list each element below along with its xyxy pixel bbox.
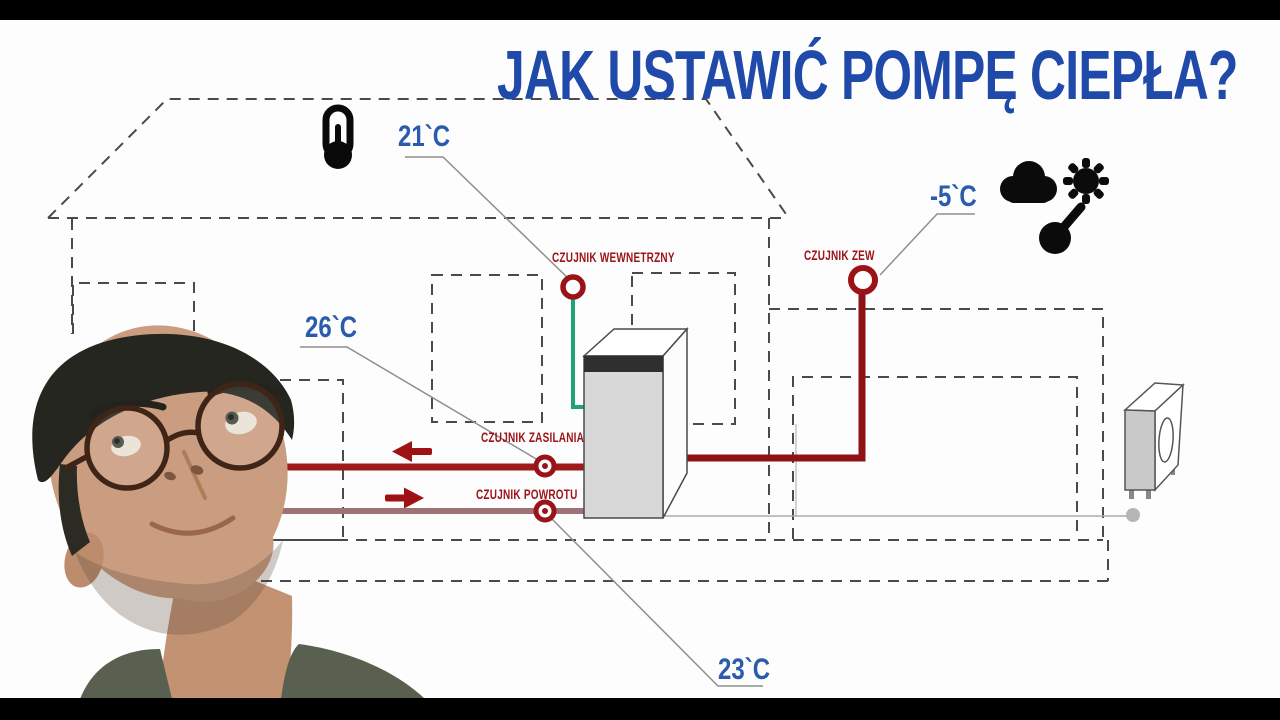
glasses-right-lens bbox=[195, 381, 285, 471]
sun-icon bbox=[1063, 158, 1109, 204]
indoor-temperature-label: 21`C bbox=[398, 120, 451, 153]
outdoor-thermometer-icon bbox=[1039, 202, 1086, 254]
glasses-bridge bbox=[164, 429, 200, 444]
indoor-unit-band bbox=[584, 356, 663, 372]
right-pupil bbox=[228, 414, 234, 420]
outdoor-temperature-label: -5`C bbox=[930, 180, 977, 213]
callout-indoor-temp bbox=[405, 156, 572, 282]
page-title: JAK USTAWIĆ POMPĘ CIEPŁA? bbox=[497, 36, 1238, 114]
mouth bbox=[149, 515, 236, 536]
glasses-left-arm bbox=[62, 453, 90, 472]
flow-arrows bbox=[385, 441, 432, 509]
indoor-unit-front bbox=[583, 355, 664, 519]
roof-outline bbox=[47, 98, 789, 219]
internal-sensor-ring bbox=[560, 274, 586, 300]
weather-icons bbox=[1000, 158, 1109, 254]
internal-sensor-wire bbox=[571, 296, 584, 409]
callout-supply-temp bbox=[300, 346, 544, 464]
pipes bbox=[256, 292, 866, 514]
cloud-icon bbox=[1000, 161, 1057, 203]
gray-endpoint-dot bbox=[1126, 508, 1140, 522]
callout-outdoor-temp bbox=[879, 213, 975, 276]
outdoor-unit-front bbox=[1124, 409, 1156, 491]
return-sensor-label: CZUJNIK POWROTU bbox=[476, 487, 578, 502]
sensors bbox=[533, 265, 878, 523]
letterbox-top bbox=[0, 0, 1280, 20]
room-box-upper-left bbox=[72, 282, 195, 357]
callout-return-temp bbox=[545, 512, 763, 687]
glasses-left-lens bbox=[84, 405, 170, 491]
external-sensor-ring bbox=[848, 265, 878, 295]
outdoor-unit bbox=[1123, 382, 1185, 499]
outdoor-box bbox=[769, 308, 1104, 540]
outdoor-unit-leg bbox=[1129, 490, 1134, 499]
left-eyebrow bbox=[88, 399, 167, 418]
jaw bbox=[152, 502, 274, 602]
outdoor-unit-fan bbox=[1158, 417, 1174, 463]
supply-flow-arrow-left-icon bbox=[392, 441, 432, 462]
supply-sensor-label: CZUJNIK ZASILANIA bbox=[481, 430, 585, 445]
left-pupil bbox=[114, 438, 120, 444]
supply-temperature-label: 26`C bbox=[305, 311, 358, 344]
nostril bbox=[190, 465, 204, 475]
return-temperature-label: 23`C bbox=[718, 653, 771, 686]
glasses bbox=[62, 381, 285, 491]
indoor-unit bbox=[582, 327, 689, 519]
letterbox-bottom bbox=[0, 698, 1280, 720]
indoor-unit-side bbox=[662, 327, 688, 519]
shirt-right-shoulder bbox=[281, 644, 425, 699]
supply-sensor-dot bbox=[542, 463, 548, 469]
hair bbox=[32, 333, 295, 483]
shirt-left-shoulder bbox=[80, 649, 172, 699]
outdoor-sensor-pipe bbox=[683, 292, 866, 462]
external-sensor-label: CZUJNIK ZEW bbox=[804, 248, 875, 263]
return-flow-arrow-right-icon bbox=[385, 487, 424, 509]
internal-sensor-label: CZUJNIK WEWNETRZNY bbox=[552, 250, 675, 265]
stubble-shading bbox=[75, 540, 283, 635]
nose-ridge bbox=[182, 450, 207, 500]
return-sensor-dot bbox=[542, 508, 548, 514]
sideburn bbox=[58, 464, 90, 556]
room-box-center bbox=[431, 274, 543, 423]
callout-lines bbox=[300, 156, 975, 687]
nostril bbox=[164, 471, 176, 481]
presenter-photo bbox=[32, 325, 425, 699]
outdoor-unit-leg bbox=[1146, 490, 1151, 499]
outdoor-connection bbox=[663, 424, 1140, 522]
thermometer-icon bbox=[322, 104, 354, 169]
